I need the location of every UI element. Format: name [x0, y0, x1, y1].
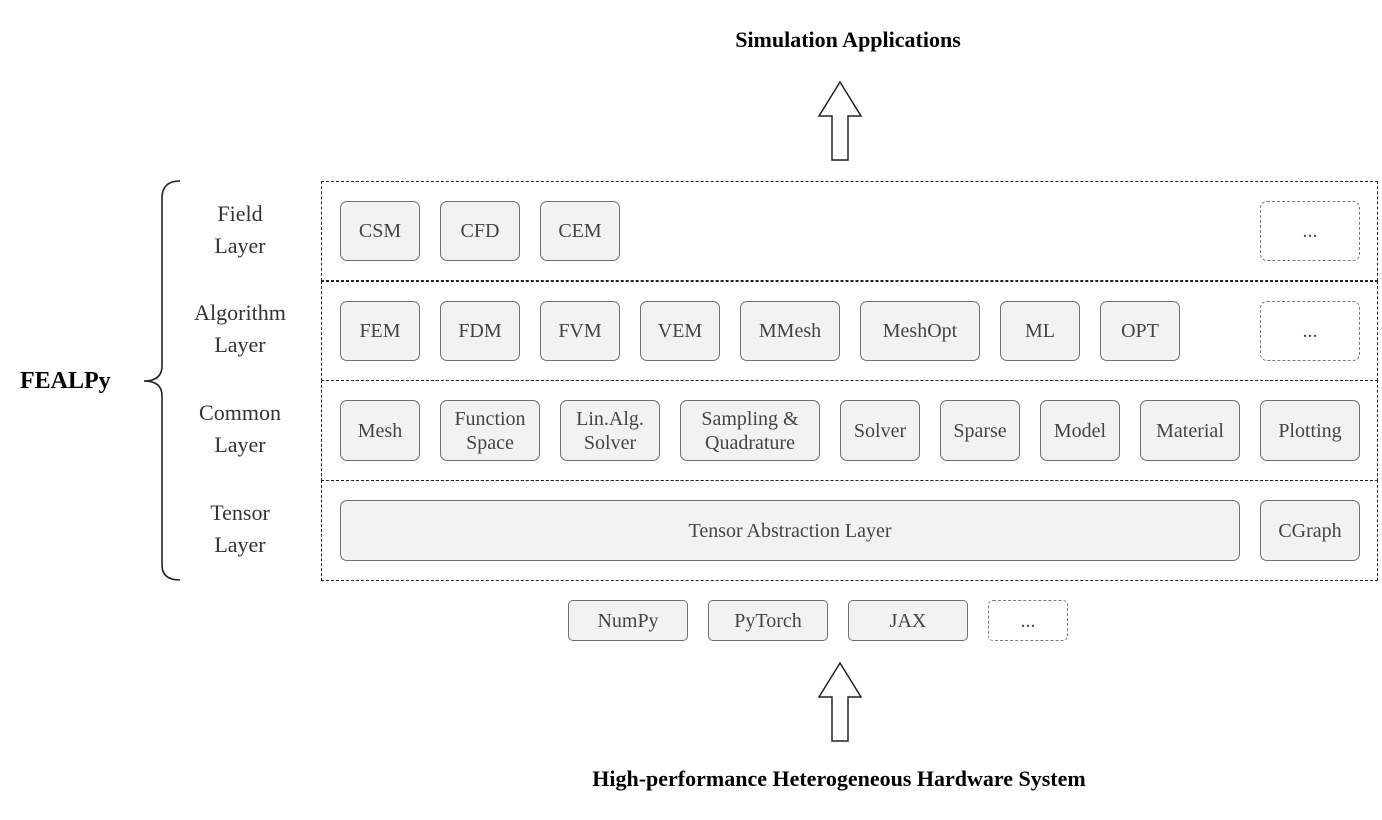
field-item-more: ...: [1260, 201, 1360, 261]
algorithm-item-fem: FEM: [340, 301, 420, 361]
common-item-linalg-solver: Lin.Alg.Solver: [560, 400, 660, 461]
backend-pytorch: PyTorch: [708, 600, 828, 641]
tensor-layer-frame: [321, 480, 1378, 581]
backend-more: ...: [988, 600, 1068, 641]
up-arrow-bottom-icon: [817, 661, 863, 742]
common-item-sparse: Sparse: [940, 400, 1020, 461]
backend-jax: JAX: [848, 600, 968, 641]
tensor-item-cgraph: CGraph: [1260, 500, 1360, 561]
up-arrow-top-icon: [817, 80, 863, 161]
common-item-material: Material: [1140, 400, 1240, 461]
common-item-sampling-quadrature: Sampling &Quadrature: [680, 400, 820, 461]
algorithm-item-fdm: FDM: [440, 301, 520, 361]
bottom-title: High-performance Heterogeneous Hardware …: [592, 766, 1086, 791]
algorithm-item-meshopt: MeshOpt: [860, 301, 980, 361]
tensor-abstraction-layer: Tensor Abstraction Layer: [340, 500, 1240, 561]
brace-icon: [143, 180, 181, 581]
common-item-solver: Solver: [840, 400, 920, 461]
field-item-cem: CEM: [540, 201, 620, 261]
common-item-plotting: Plotting: [1260, 400, 1360, 461]
algorithm-item-fvm: FVM: [540, 301, 620, 361]
algorithm-item-vem: VEM: [640, 301, 720, 361]
field-layer-frame: [321, 181, 1378, 281]
common-item-mesh: Mesh: [340, 400, 420, 461]
common-item-model: Model: [1040, 400, 1120, 461]
algorithm-item-mmesh: MMesh: [740, 301, 840, 361]
framework-name: FEALPy: [20, 368, 111, 394]
field-item-csm: CSM: [340, 201, 420, 261]
backend-numpy: NumPy: [568, 600, 688, 641]
top-title: Simulation Applications: [735, 27, 961, 52]
field-item-cfd: CFD: [440, 201, 520, 261]
algorithm-item-opt: OPT: [1100, 301, 1180, 361]
algorithm-item-more: ...: [1260, 301, 1360, 361]
algorithm-item-ml: ML: [1000, 301, 1080, 361]
